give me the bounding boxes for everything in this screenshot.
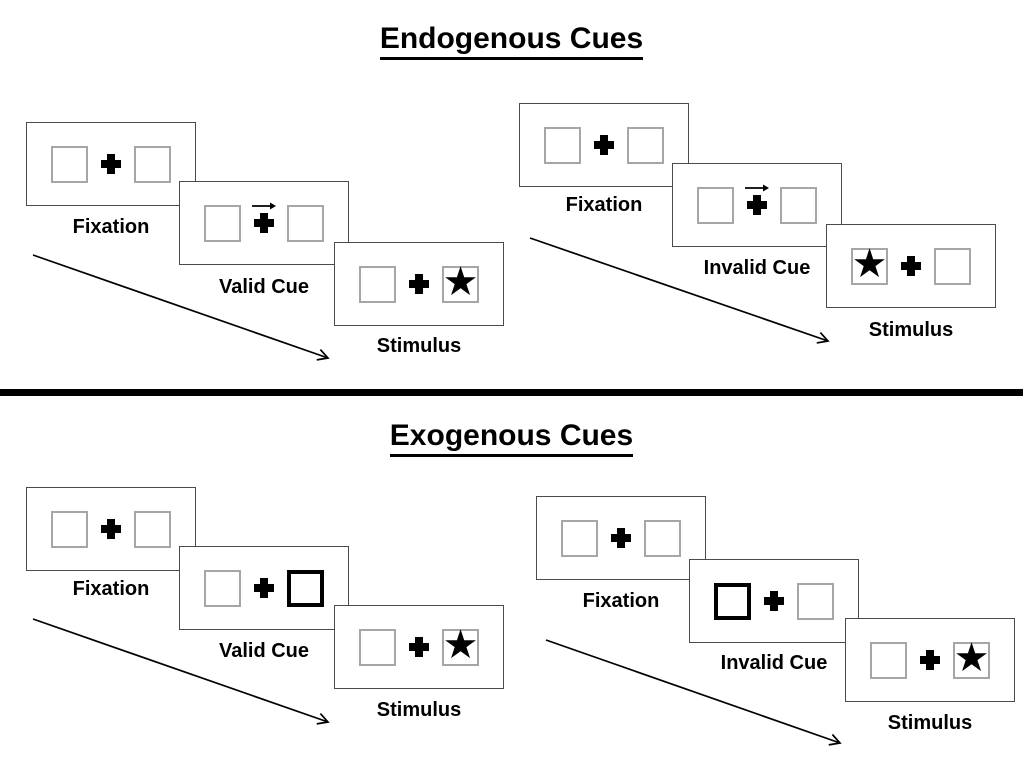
star-icon: ★ xyxy=(442,260,479,304)
left-target-box: ★ xyxy=(851,244,888,285)
fixation-cross-icon xyxy=(594,135,614,155)
panel-label: Fixation xyxy=(565,194,643,216)
panel-fixation xyxy=(26,122,196,206)
panel-fixation xyxy=(519,103,689,187)
fixation-cross-icon xyxy=(920,650,940,670)
panel-label: Stimulus xyxy=(868,319,954,341)
left-placeholder-box xyxy=(204,569,241,607)
fixation-cross-icon xyxy=(254,213,274,233)
timeline-arrow-endogenous-invalid xyxy=(529,237,830,344)
star-icon: ★ xyxy=(953,636,990,680)
cue-center xyxy=(252,202,276,233)
right-placeholder-box xyxy=(627,126,664,164)
right-placeholder-box xyxy=(644,519,681,557)
panel-label: Invalid Cue xyxy=(703,257,811,279)
exogenous-title-text: Exogenous Cues xyxy=(389,419,634,457)
panel-label: Stimulus xyxy=(376,699,462,721)
right-placeholder-box xyxy=(287,204,324,242)
panel-invalid-cue xyxy=(672,163,842,247)
panel-label: Fixation xyxy=(582,590,660,612)
left-placeholder-box xyxy=(359,628,396,666)
left-placeholder-box xyxy=(204,204,241,242)
fixation-cross-icon xyxy=(747,195,767,215)
fixation-cross-icon xyxy=(901,256,921,276)
left-placeholder-box xyxy=(870,641,907,679)
panel-label: Fixation xyxy=(72,578,150,600)
panel-label: Stimulus xyxy=(887,712,973,734)
fixation-cross-icon xyxy=(611,528,631,548)
panel-label: Fixation xyxy=(72,216,150,238)
exogenous-section-title: Exogenous Cues xyxy=(0,419,1023,457)
cue-center xyxy=(745,184,769,215)
right-placeholder-box xyxy=(934,247,971,285)
endogenous-section-title: Endogenous Cues xyxy=(0,22,1023,60)
panel-stimulus: ★ xyxy=(334,605,504,689)
fixation-cross-icon xyxy=(409,274,429,294)
panel-valid-cue xyxy=(179,181,349,265)
fixation-cross-icon xyxy=(764,591,784,611)
left-placeholder-box xyxy=(697,186,734,224)
left-placeholder-box xyxy=(544,126,581,164)
fixation-cross-icon xyxy=(101,519,121,539)
section-divider-line xyxy=(0,389,1023,396)
right-arrow-icon xyxy=(745,184,769,192)
right-highlighted-cue-box xyxy=(287,569,324,607)
left-placeholder-box xyxy=(561,519,598,557)
star-icon: ★ xyxy=(851,242,888,286)
timeline-arrow-exogenous-valid xyxy=(32,618,330,725)
left-placeholder-box xyxy=(359,265,396,303)
star-icon: ★ xyxy=(442,623,479,667)
right-placeholder-box xyxy=(780,186,817,224)
right-placeholder-box xyxy=(134,510,171,548)
panel-label: Stimulus xyxy=(376,335,462,357)
right-arrow-icon xyxy=(252,202,276,210)
right-target-box: ★ xyxy=(442,625,479,666)
left-placeholder-box xyxy=(51,510,88,548)
fixation-cross-icon xyxy=(101,154,121,174)
panel-stimulus: ★ xyxy=(845,618,1015,702)
timeline-arrow-endogenous-valid xyxy=(32,254,330,361)
panel-stimulus: ★ xyxy=(826,224,996,308)
left-placeholder-box xyxy=(51,145,88,183)
right-placeholder-box xyxy=(134,145,171,183)
right-target-box: ★ xyxy=(953,638,990,679)
endogenous-title-text: Endogenous Cues xyxy=(379,22,644,60)
right-target-box: ★ xyxy=(442,262,479,303)
panel-valid-cue xyxy=(179,546,349,630)
panel-invalid-cue xyxy=(689,559,859,643)
fixation-cross-icon xyxy=(254,578,274,598)
right-placeholder-box xyxy=(797,582,834,620)
fixation-cross-icon xyxy=(409,637,429,657)
panel-fixation xyxy=(26,487,196,571)
left-highlighted-cue-box xyxy=(714,582,751,620)
panel-label: Invalid Cue xyxy=(720,652,828,674)
panel-label: Valid Cue xyxy=(218,640,310,662)
panel-fixation xyxy=(536,496,706,580)
panel-label: Valid Cue xyxy=(218,276,310,298)
panel-stimulus: ★ xyxy=(334,242,504,326)
